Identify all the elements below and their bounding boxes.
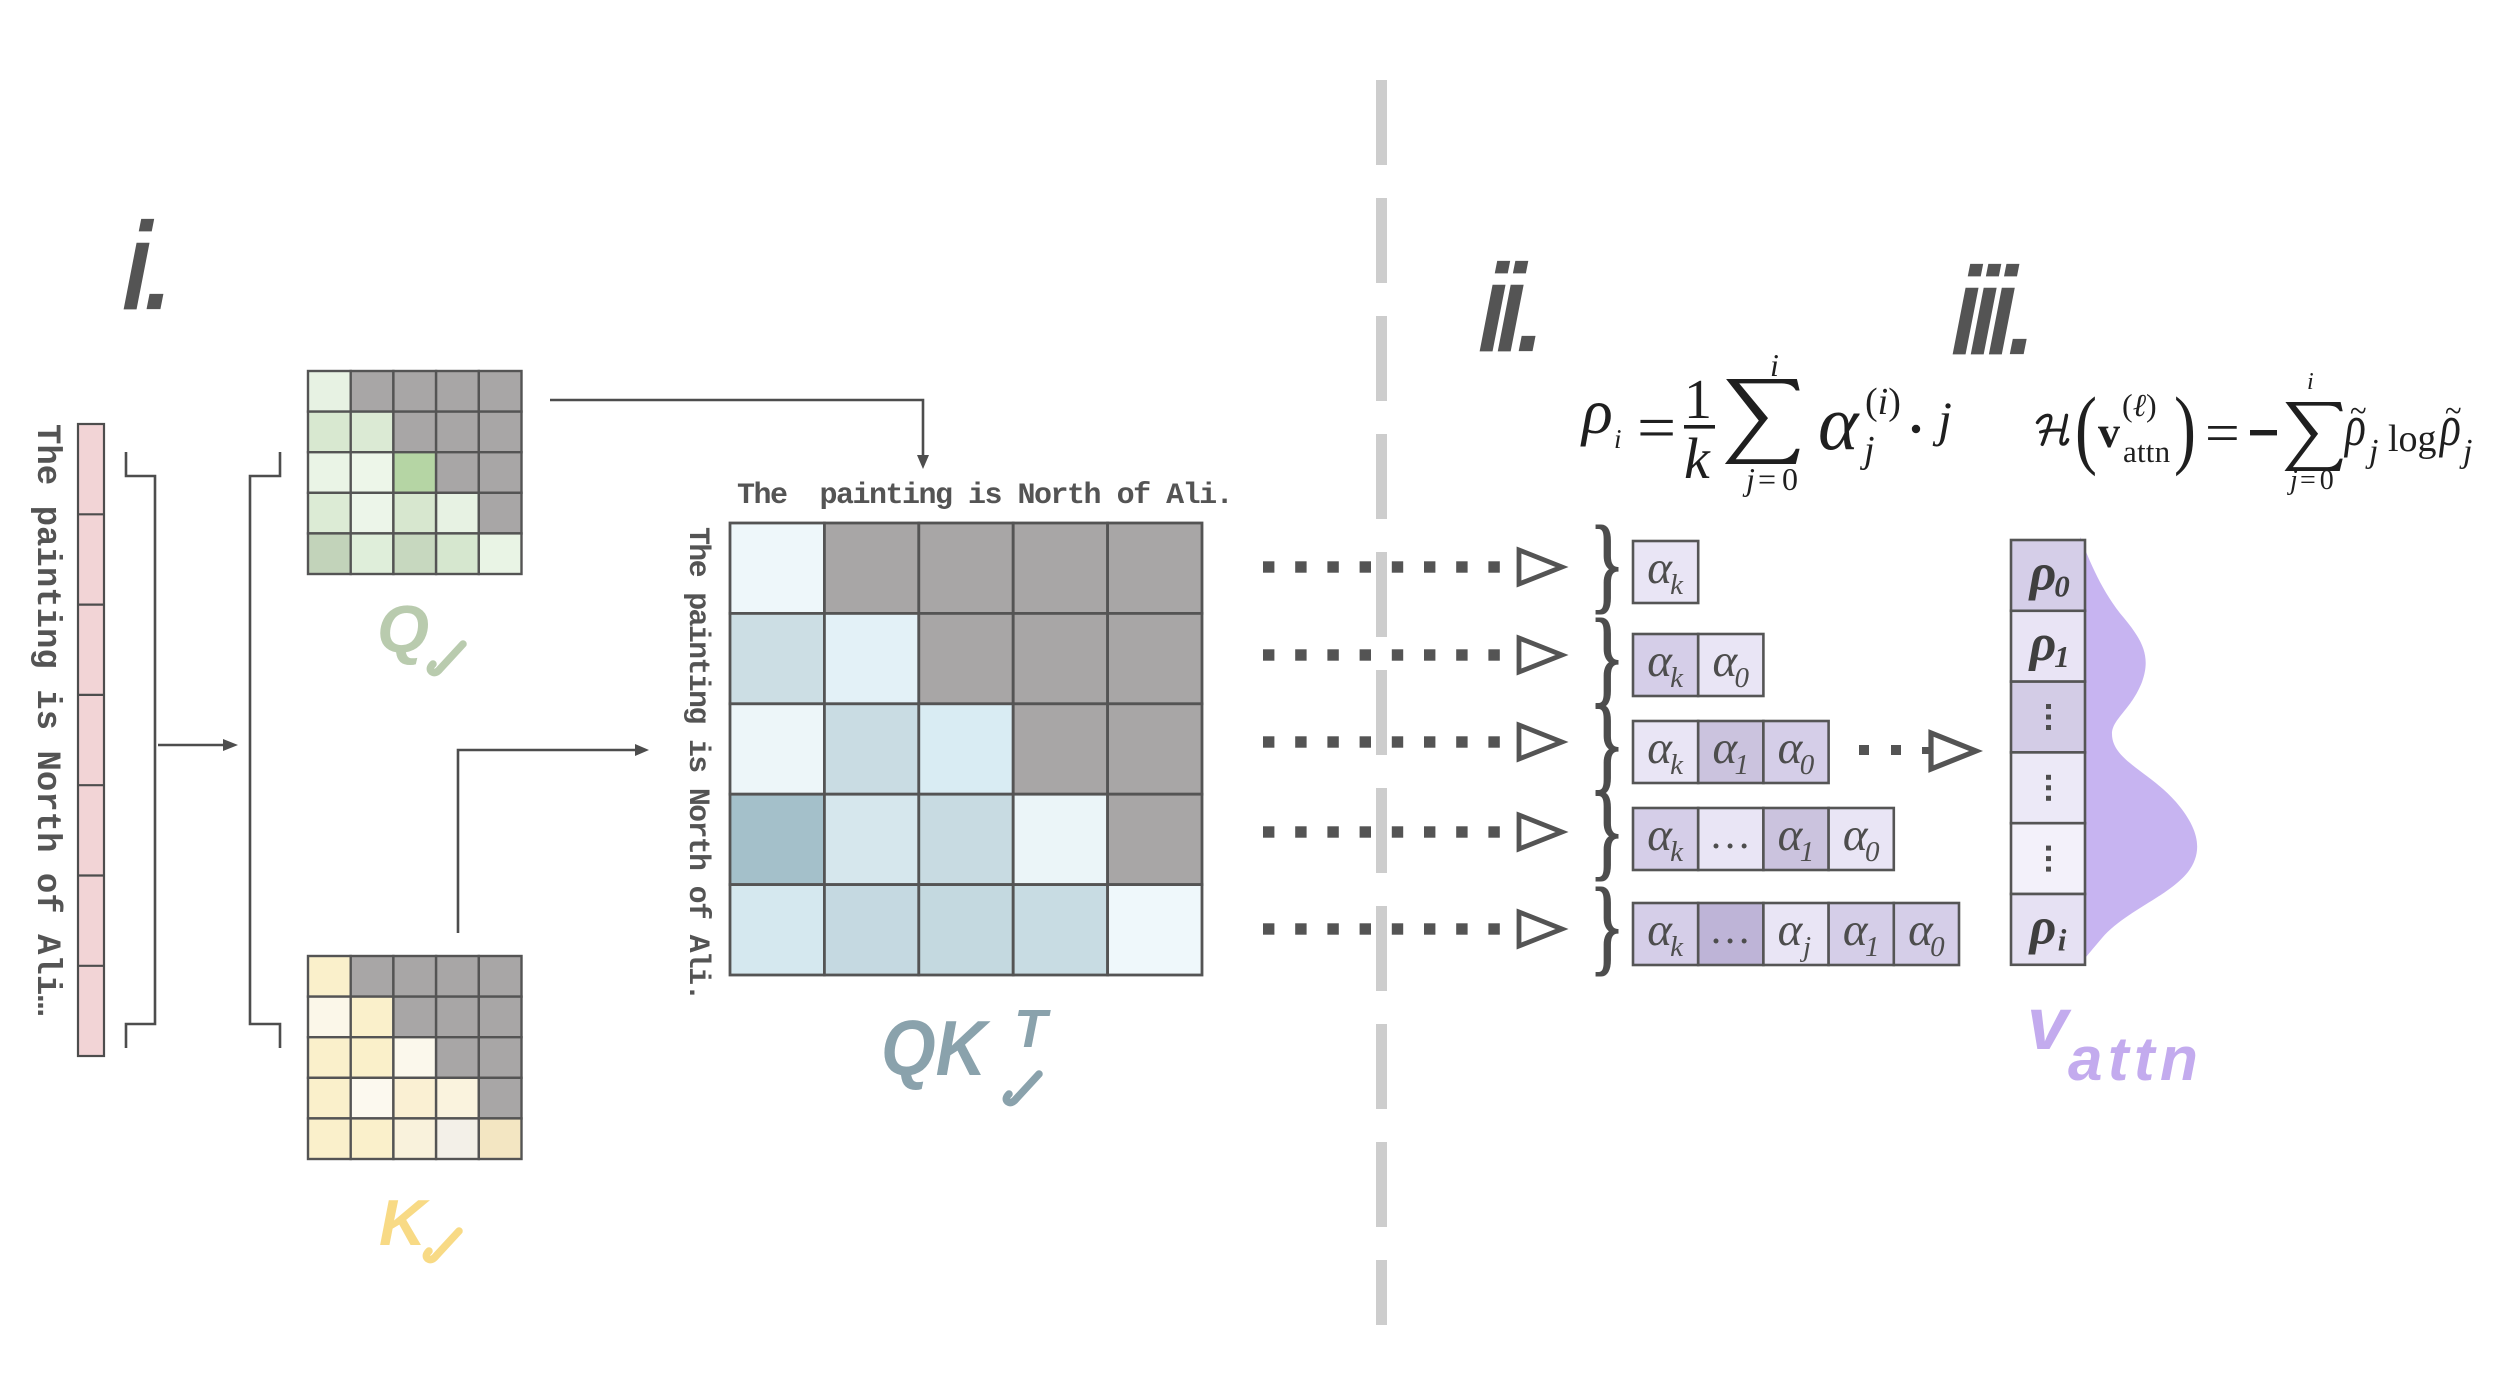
svg-text:j: j: [2287, 465, 2298, 496]
svg-text:~: ~: [2445, 392, 2462, 430]
svg-text:): ): [2174, 379, 2196, 476]
svg-text:v: v: [2098, 408, 2120, 457]
svg-text:QK: QK: [881, 1005, 991, 1092]
svg-text:T: T: [1014, 999, 1051, 1059]
svg-text:attn: attn: [2123, 434, 2171, 469]
svg-text:(i): (i): [1865, 381, 1901, 423]
svg-text:α: α: [1778, 722, 1804, 774]
svg-text:Q: Q: [377, 592, 429, 667]
svg-text:k: k: [1670, 931, 1684, 963]
svg-text:The painting is North of Ali…: The painting is North of Ali…: [27, 424, 65, 1016]
svg-text:0: 0: [1800, 749, 1815, 781]
svg-text:j: j: [2365, 433, 2378, 470]
svg-text:attn: attn: [2068, 1025, 2203, 1094]
svg-text:The painting is North of Ali.: The painting is North of Ali.: [737, 479, 1232, 513]
svg-text:}: }: [1590, 772, 1625, 890]
svg-text:k: k: [1684, 426, 1711, 491]
svg-text:i: i: [2307, 369, 2314, 395]
svg-text:α: α: [1712, 722, 1738, 774]
svg-text:k: k: [1670, 662, 1684, 694]
svg-text:ρ: ρ: [2343, 394, 2366, 458]
svg-text:ρ: ρ: [1580, 376, 1613, 447]
svg-text:i: i: [2058, 922, 2067, 957]
svg-text:(: (: [2075, 379, 2097, 476]
svg-text:The painting is North of Ali.: The painting is North of Ali.: [680, 527, 714, 1000]
svg-text:α: α: [1647, 635, 1673, 687]
svg-text:…: …: [1712, 907, 1749, 953]
svg-text:log: log: [2388, 418, 2437, 460]
svg-text:1: 1: [1735, 749, 1750, 781]
svg-text:ii.: ii.: [1479, 240, 1540, 376]
svg-text:α: α: [1778, 904, 1804, 956]
svg-text:k: k: [1670, 749, 1684, 781]
svg-text:v: v: [2027, 982, 2072, 1065]
svg-text:~: ~: [2350, 392, 2367, 430]
svg-text:α: α: [1908, 904, 1934, 956]
svg-text:α: α: [1647, 542, 1673, 594]
svg-text:i: i: [1770, 347, 1779, 383]
svg-text:0: 0: [1930, 931, 1945, 963]
svg-text:α: α: [1818, 380, 1860, 466]
svg-text:α: α: [1712, 635, 1738, 687]
svg-text:}: }: [1590, 505, 1625, 623]
svg-text:1: 1: [1684, 369, 1712, 431]
svg-text:(ℓ): (ℓ): [2122, 387, 2157, 423]
svg-text:}: }: [1590, 685, 1625, 803]
svg-text:α: α: [1778, 809, 1804, 861]
svg-text:ρ: ρ: [2028, 615, 2057, 672]
svg-text:=: =: [2205, 402, 2240, 464]
svg-text:ρ: ρ: [2028, 898, 2057, 955]
svg-text:α: α: [1647, 722, 1673, 774]
svg-text:j: j: [1742, 461, 1755, 497]
svg-text:α: α: [1843, 809, 1869, 861]
svg-text:}: }: [1590, 598, 1625, 716]
svg-text:1: 1: [1800, 836, 1815, 868]
svg-text:1: 1: [2054, 639, 2070, 674]
svg-text:0: 0: [1735, 662, 1750, 694]
svg-text:0: 0: [1865, 836, 1880, 868]
svg-text:}: }: [1590, 867, 1625, 985]
svg-text:k: k: [1670, 836, 1684, 868]
svg-text:α: α: [1647, 809, 1673, 861]
svg-text:=0: =0: [1758, 461, 1804, 497]
svg-text:α: α: [1843, 904, 1869, 956]
svg-text:=: =: [1637, 394, 1676, 463]
svg-text:k: k: [1670, 569, 1684, 601]
svg-text:K: K: [379, 1186, 430, 1259]
svg-text:ρ: ρ: [2028, 544, 2057, 601]
svg-text:i: i: [1614, 424, 1622, 454]
svg-text:j: j: [1799, 931, 1811, 963]
svg-text:=0: =0: [2300, 465, 2338, 496]
svg-text:α: α: [1647, 904, 1673, 956]
svg-text:j: j: [2459, 433, 2472, 470]
svg-text:1: 1: [1865, 931, 1880, 963]
svg-text:i.: i.: [123, 198, 170, 334]
svg-text:…: …: [1712, 812, 1749, 858]
svg-text:ρ: ρ: [2438, 394, 2461, 458]
svg-text:iii.: iii.: [1952, 243, 2031, 379]
svg-text:0: 0: [2054, 568, 2070, 603]
